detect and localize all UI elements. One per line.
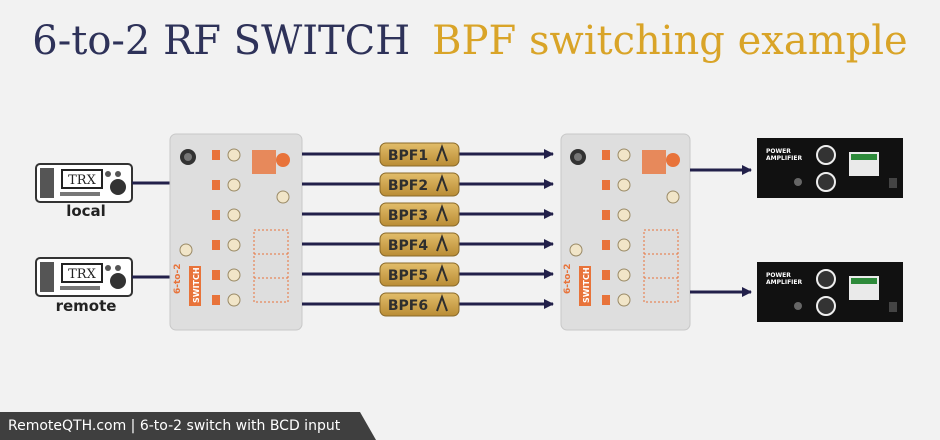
title-accent: BPF switching example xyxy=(432,18,908,64)
radio-remote: TRX xyxy=(35,257,133,297)
amp2-label-line2: AMPLIFIER xyxy=(766,279,802,286)
filter-bpf4 xyxy=(379,232,460,257)
filter-bank: BPF1 BPF2 BPF3 BPF4 BPF5 xyxy=(302,142,554,317)
filter-bpf4-label: BPF4 xyxy=(388,238,428,254)
filter-bpf6-label: BPF6 xyxy=(388,298,428,314)
svg-text:POWER AMPLIFIER: POWER AMPLIFIER xyxy=(766,272,802,286)
switch-left-brand: SWITCH xyxy=(192,267,201,303)
filter-bpf1-label: BPF1 xyxy=(388,148,428,164)
filter-row-5: BPF5 xyxy=(302,262,554,287)
switch-left-model: 6-to-2 xyxy=(173,264,183,294)
filter-bpf2-label: BPF2 xyxy=(388,178,428,194)
filter-bpf3-label: BPF3 xyxy=(388,208,428,224)
radio-remote-badge: TRX xyxy=(68,267,96,282)
radio-local: TRX xyxy=(35,163,133,203)
switch-right-brand: SWITCH xyxy=(582,267,591,303)
power-amplifier-1: POWER AMPLIFIER xyxy=(757,138,903,198)
filter-row-1: BPF1 xyxy=(302,142,554,167)
filter-bpf1 xyxy=(379,142,460,167)
amp1-label-line1: POWER xyxy=(766,148,791,155)
radio-remote-label: remote xyxy=(56,297,117,315)
filter-row-4: BPF4 xyxy=(302,232,554,257)
svg-text:POWER AMPLIFIER: POWER AMPLIFIER xyxy=(766,148,802,162)
amp2-label-line1: POWER xyxy=(766,272,791,279)
switch-box-right: 6-to-2 SWITCH xyxy=(560,133,691,331)
filter-bpf5 xyxy=(379,262,460,287)
filter-row-6: BPF6 xyxy=(302,292,554,317)
switch-right-model: 6-to-2 xyxy=(563,264,573,294)
filter-bpf3 xyxy=(379,202,460,227)
amp1-label-line2: AMPLIFIER xyxy=(766,155,802,162)
diagram-canvas: TRX local TRX remote 6-to-2 SWITCH xyxy=(35,133,903,331)
filter-bpf5-label: BPF5 xyxy=(388,268,428,284)
filter-bpf2 xyxy=(379,172,460,197)
filter-row-3: BPF3 xyxy=(302,202,554,227)
power-amplifier-2: POWER AMPLIFIER xyxy=(757,262,903,322)
radio-local-badge: TRX xyxy=(68,173,96,188)
page-title: 6-to-2 RF SWITCH BPF switching example xyxy=(0,18,940,64)
switch-box-left: 6-to-2 SWITCH xyxy=(169,133,303,331)
title-main: 6-to-2 RF SWITCH xyxy=(32,18,411,64)
footer-caption: RemoteQTH.com | 6-to-2 switch with BCD i… xyxy=(0,412,376,440)
filter-row-2: BPF2 xyxy=(302,172,554,197)
radio-local-label: local xyxy=(66,202,106,220)
filter-bpf6 xyxy=(379,292,460,317)
